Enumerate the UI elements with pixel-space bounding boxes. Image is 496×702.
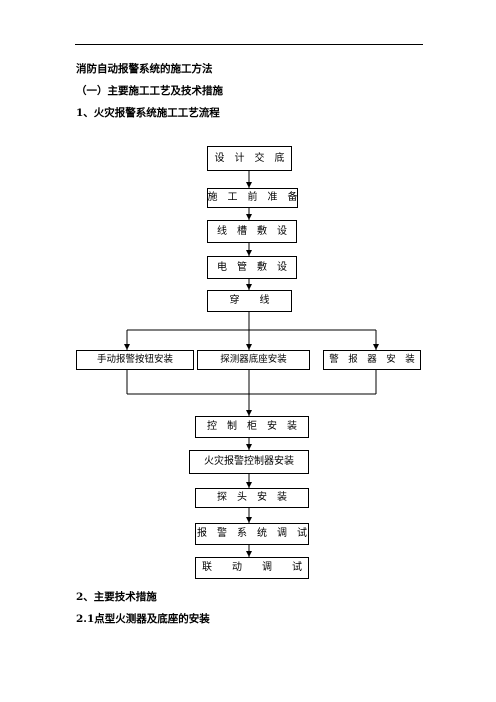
step-linkage-debug: 联 动 调 试 [195, 557, 309, 579]
step-detector-head: 探 头 安 装 [195, 488, 309, 508]
subsubsection-heading-install: 2.1点型火测器及底座的安装 [76, 613, 210, 625]
step-conduit: 电 管 敷 设 [207, 256, 297, 279]
step-detector-base: 探测器底座安装 [197, 350, 310, 370]
subsection-heading-measures: 2、主要技术措施 [76, 591, 157, 603]
step-alarm-device: 警 报 器 安 装 [323, 350, 421, 370]
step-manual-button: 手动报警按钮安装 [76, 350, 194, 370]
step-system-debug: 报 警 系 统 调 试 [195, 523, 309, 545]
section-heading: （一）主要施工工艺及技术措施 [76, 85, 223, 97]
step-design-briefing: 设 计 交 底 [207, 146, 292, 171]
step-fire-controller: 火灾报警控制器安装 [189, 450, 309, 474]
step-trunking: 线 槽 敷 设 [207, 220, 297, 243]
step-wiring: 穿 线 [207, 290, 292, 312]
subsection-heading-flow: 1、火灾报警系统施工工艺流程 [76, 107, 220, 119]
step-control-cabinet: 控 制 柜 安 装 [195, 416, 309, 438]
header-rule [75, 44, 423, 45]
step-pre-construction: 施 工 前 准 备 [207, 188, 298, 208]
document-title: 消防自动报警系统的施工方法 [76, 63, 213, 75]
